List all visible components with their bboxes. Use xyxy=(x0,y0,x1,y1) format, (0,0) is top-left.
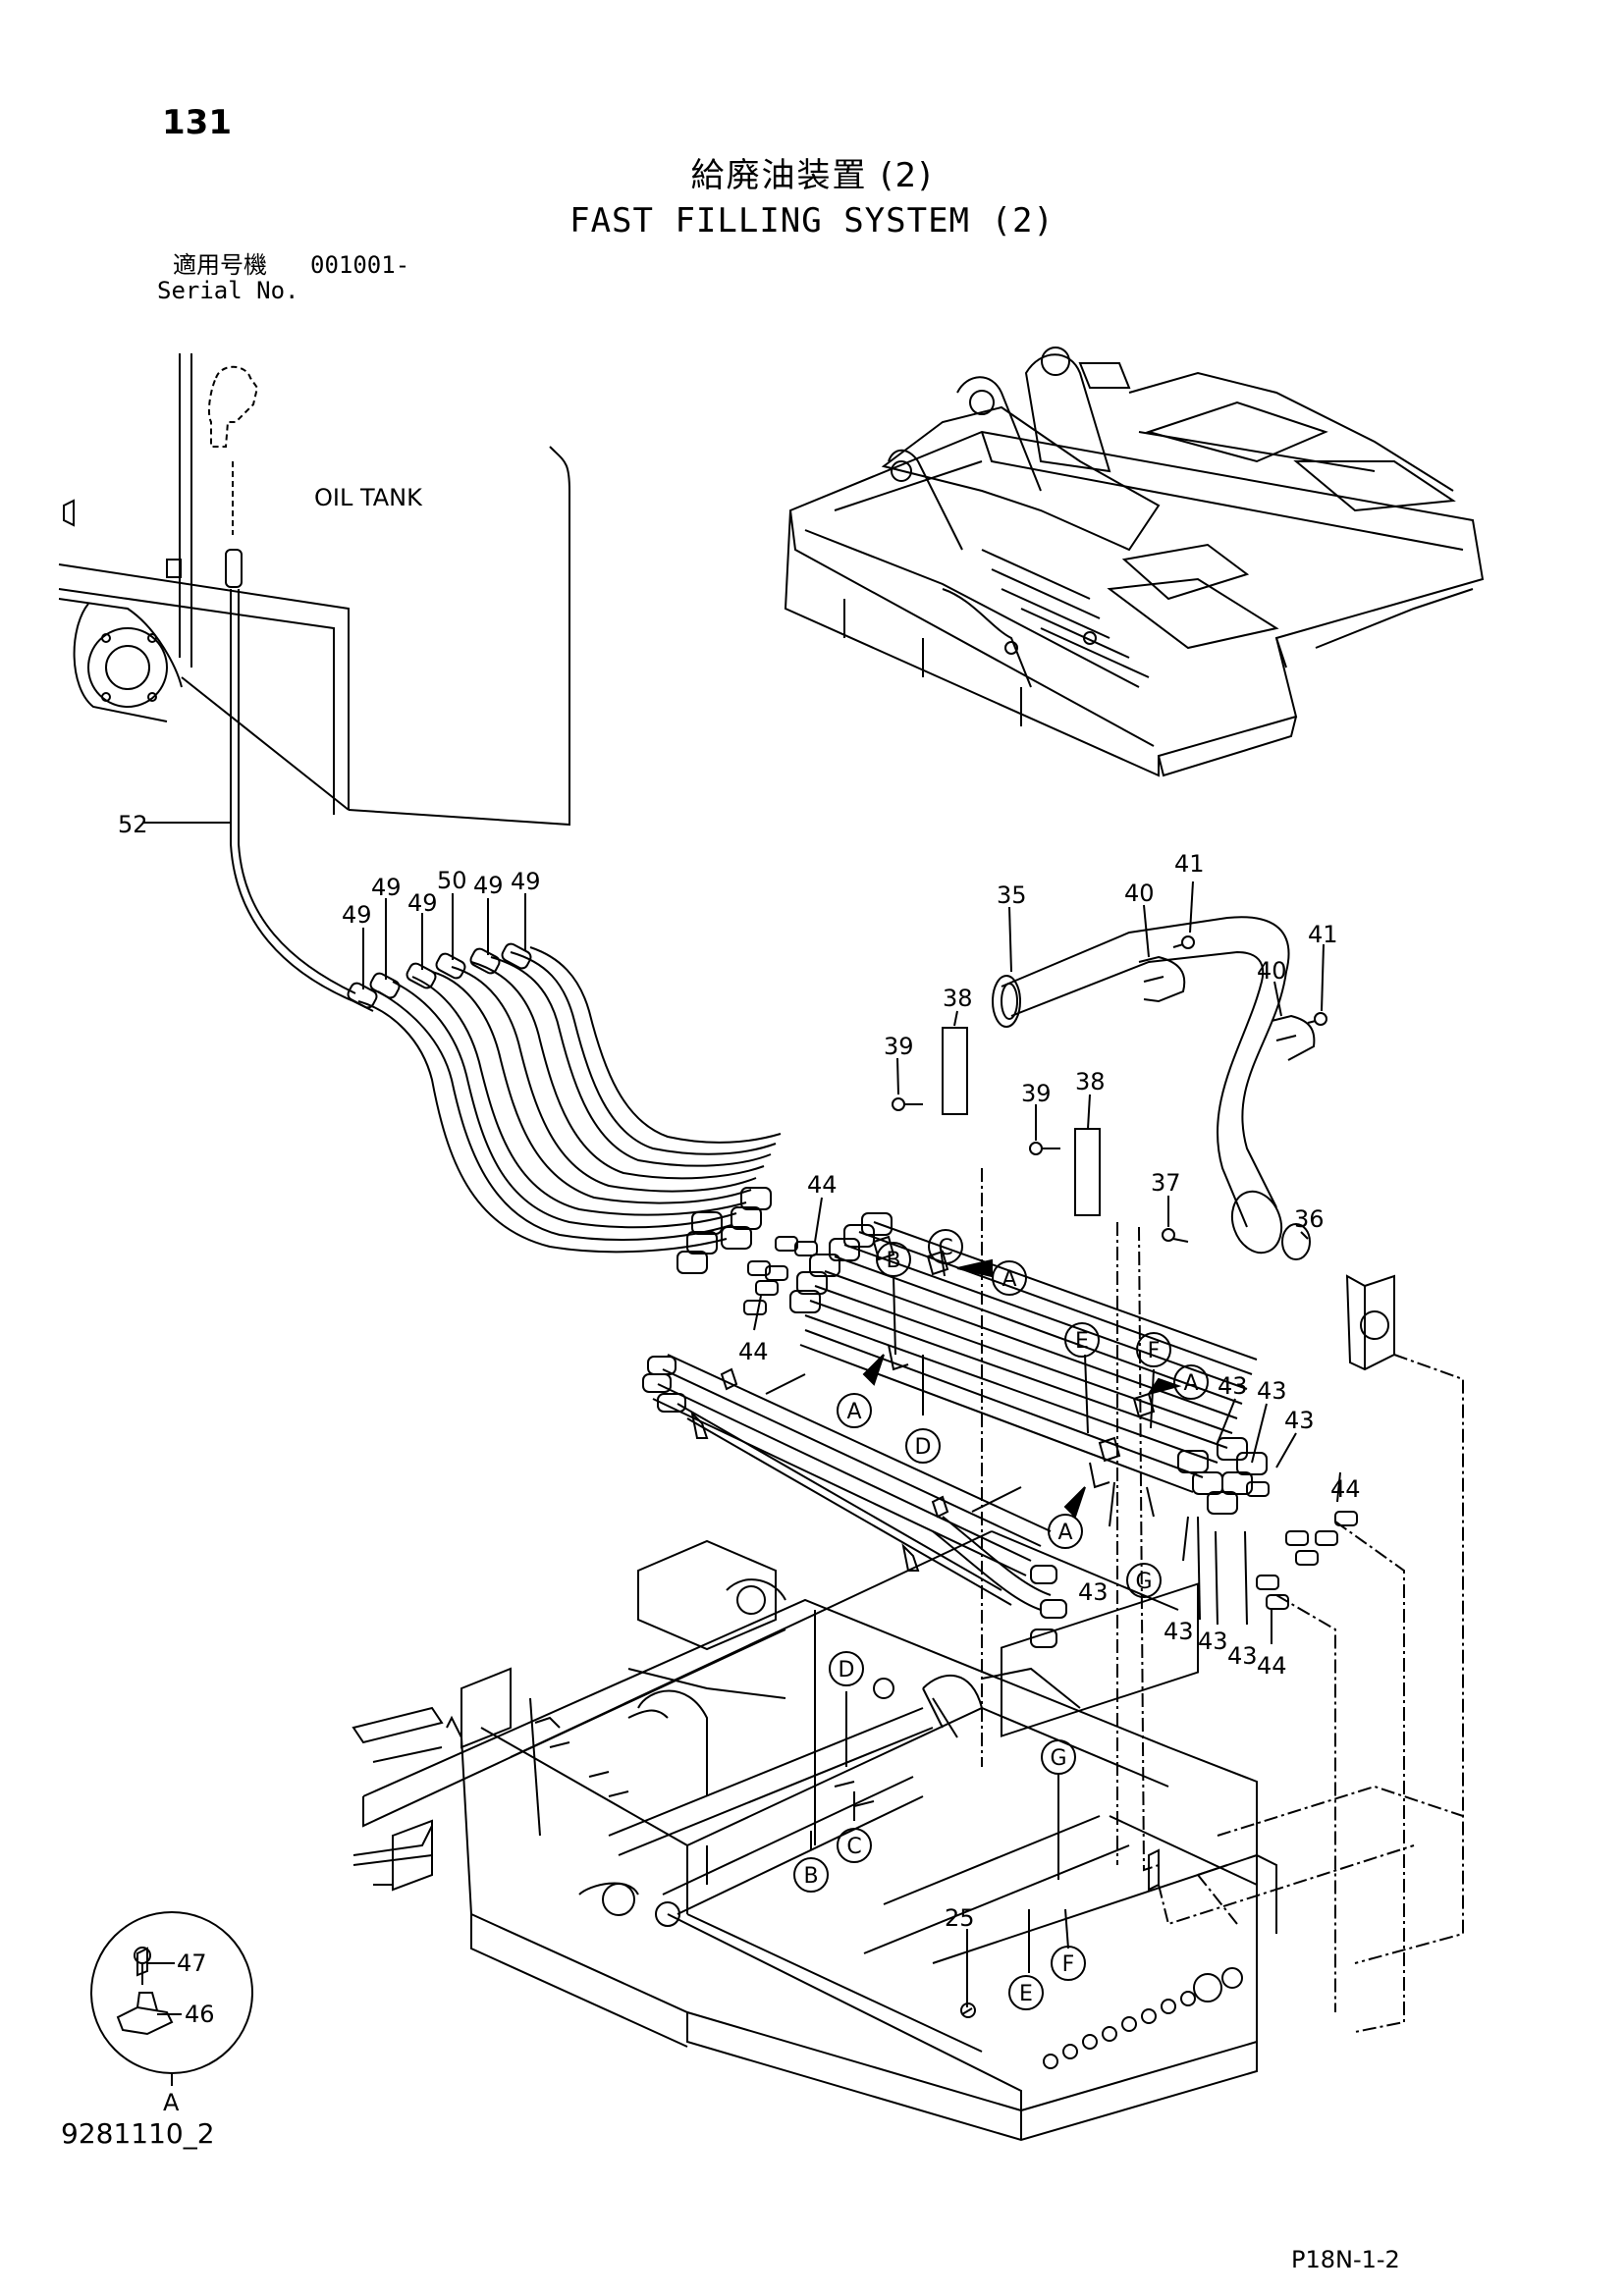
part-number-46: 46 xyxy=(185,2001,215,2028)
central-pipe-bundle xyxy=(789,1212,1268,1515)
callout-letter: C xyxy=(938,1236,952,1260)
callout-a xyxy=(837,1393,872,1428)
part-number-41: 41 xyxy=(1174,850,1205,878)
assembly-lines xyxy=(981,1168,1464,2033)
part-number-43: 43 xyxy=(1227,1642,1258,1670)
part-number-40: 40 xyxy=(1257,957,1287,985)
callouts xyxy=(793,1229,1209,2010)
arrow-a xyxy=(1063,1486,1086,1519)
part-number-47: 47 xyxy=(177,1949,207,1977)
part-number-36: 36 xyxy=(1294,1205,1325,1233)
page-number: 131 xyxy=(162,103,232,142)
part-number-49: 49 xyxy=(342,901,372,929)
callout-letter: E xyxy=(1019,1982,1033,2006)
callout-letter: G xyxy=(1135,1570,1152,1594)
oil-tank: OIL TANK xyxy=(58,353,570,827)
pipe-leaders xyxy=(896,881,1325,1240)
callout-g xyxy=(1041,1739,1076,1775)
page-code: P18N-1-2 xyxy=(1291,2246,1400,2273)
callout-d xyxy=(905,1428,941,1464)
callout-letter: F xyxy=(1148,1339,1161,1363)
part-number-49: 49 xyxy=(511,868,541,895)
part-number-49: 49 xyxy=(371,874,402,901)
callout-c xyxy=(837,1828,872,1863)
callout-a xyxy=(992,1260,1027,1296)
serial-value: 001001- xyxy=(310,251,410,279)
arrow-a xyxy=(1146,1377,1182,1396)
part-number-25: 25 xyxy=(945,1904,975,1932)
detail-a-inset: 47 46 A xyxy=(90,1911,253,2116)
arrow-a xyxy=(862,1354,885,1386)
part-number-49: 49 xyxy=(473,872,504,899)
serial-label-english: Serial No. xyxy=(157,277,299,304)
callout-letter: A xyxy=(1183,1371,1198,1396)
callout-f xyxy=(1051,1946,1086,1981)
callout-letter: A xyxy=(1057,1521,1072,1545)
part-number-38: 38 xyxy=(1075,1068,1106,1095)
callout-d xyxy=(829,1651,864,1686)
bundle-callout-leaders xyxy=(753,1197,1341,1644)
title-japanese: 給廃油装置 (2) xyxy=(690,156,934,195)
part-number-44: 44 xyxy=(738,1338,769,1365)
callout-letter: B xyxy=(803,1864,818,1889)
part-number-38: 38 xyxy=(943,985,973,1012)
lower-frame-leaders xyxy=(810,1691,1069,2007)
callout-letter: D xyxy=(839,1658,855,1682)
callout-letter: G xyxy=(1050,1746,1066,1771)
part-number-39: 39 xyxy=(884,1033,914,1060)
callout-g xyxy=(1126,1563,1162,1598)
callout-letter: B xyxy=(886,1249,900,1273)
part-number-43: 43 xyxy=(1164,1618,1194,1645)
part-number-41: 41 xyxy=(1308,921,1338,948)
detail-view-label: A xyxy=(163,2089,180,2116)
callout-letter: A xyxy=(846,1400,861,1424)
part-number-49: 49 xyxy=(407,889,438,917)
serial-label-japanese: 適用号機 xyxy=(173,251,267,279)
part-number-37: 37 xyxy=(1151,1169,1181,1197)
title-english: FAST FILLING SYSTEM (2) xyxy=(569,201,1055,240)
part-number-43: 43 xyxy=(1218,1372,1248,1400)
lower-hose-bundle xyxy=(642,1354,1067,1648)
callout-c xyxy=(928,1229,963,1264)
part-number-52: 52 xyxy=(118,811,148,838)
callout-e xyxy=(1064,1322,1100,1358)
callout-f xyxy=(1136,1332,1171,1367)
part-number-43: 43 xyxy=(1284,1407,1315,1434)
callout-a xyxy=(1048,1514,1083,1549)
callout-letter: F xyxy=(1062,1952,1075,1977)
drawing-number: 9281110_2 xyxy=(61,2117,215,2150)
callout-a xyxy=(1173,1364,1209,1400)
lower-fastener-25 xyxy=(960,2002,976,2018)
part-number-44: 44 xyxy=(1257,1652,1287,1680)
callout-letter: E xyxy=(1075,1329,1089,1354)
callout-letter: D xyxy=(915,1435,932,1460)
part-number-39: 39 xyxy=(1021,1080,1052,1107)
callout-b xyxy=(793,1857,829,1893)
callout-letter: C xyxy=(846,1835,861,1859)
oil-tank-label: OIL TANK xyxy=(314,484,423,511)
filler-fitting xyxy=(207,365,259,535)
hose-52 xyxy=(230,589,374,1012)
upper-frame-overview xyxy=(784,347,1485,777)
part-number-44: 44 xyxy=(807,1171,838,1199)
callout-e xyxy=(1008,1975,1044,2010)
lower-frame xyxy=(352,1530,1277,2142)
arrow-a xyxy=(956,1258,993,1278)
bundle-leaders xyxy=(362,893,526,989)
part-number-50: 50 xyxy=(437,867,467,894)
hose-bundle xyxy=(347,942,782,1274)
pipe-fasteners xyxy=(892,935,1327,1243)
part-number-44: 44 xyxy=(1330,1475,1361,1503)
part-number-43: 43 xyxy=(1198,1628,1228,1655)
fill-pipe xyxy=(942,916,1395,1371)
part-number-35: 35 xyxy=(997,881,1027,909)
part-number-40: 40 xyxy=(1124,880,1155,907)
callout-b xyxy=(876,1242,911,1277)
part-number-43: 43 xyxy=(1078,1578,1109,1606)
part-number-43: 43 xyxy=(1257,1377,1287,1405)
callout-letter: A xyxy=(1001,1267,1016,1292)
